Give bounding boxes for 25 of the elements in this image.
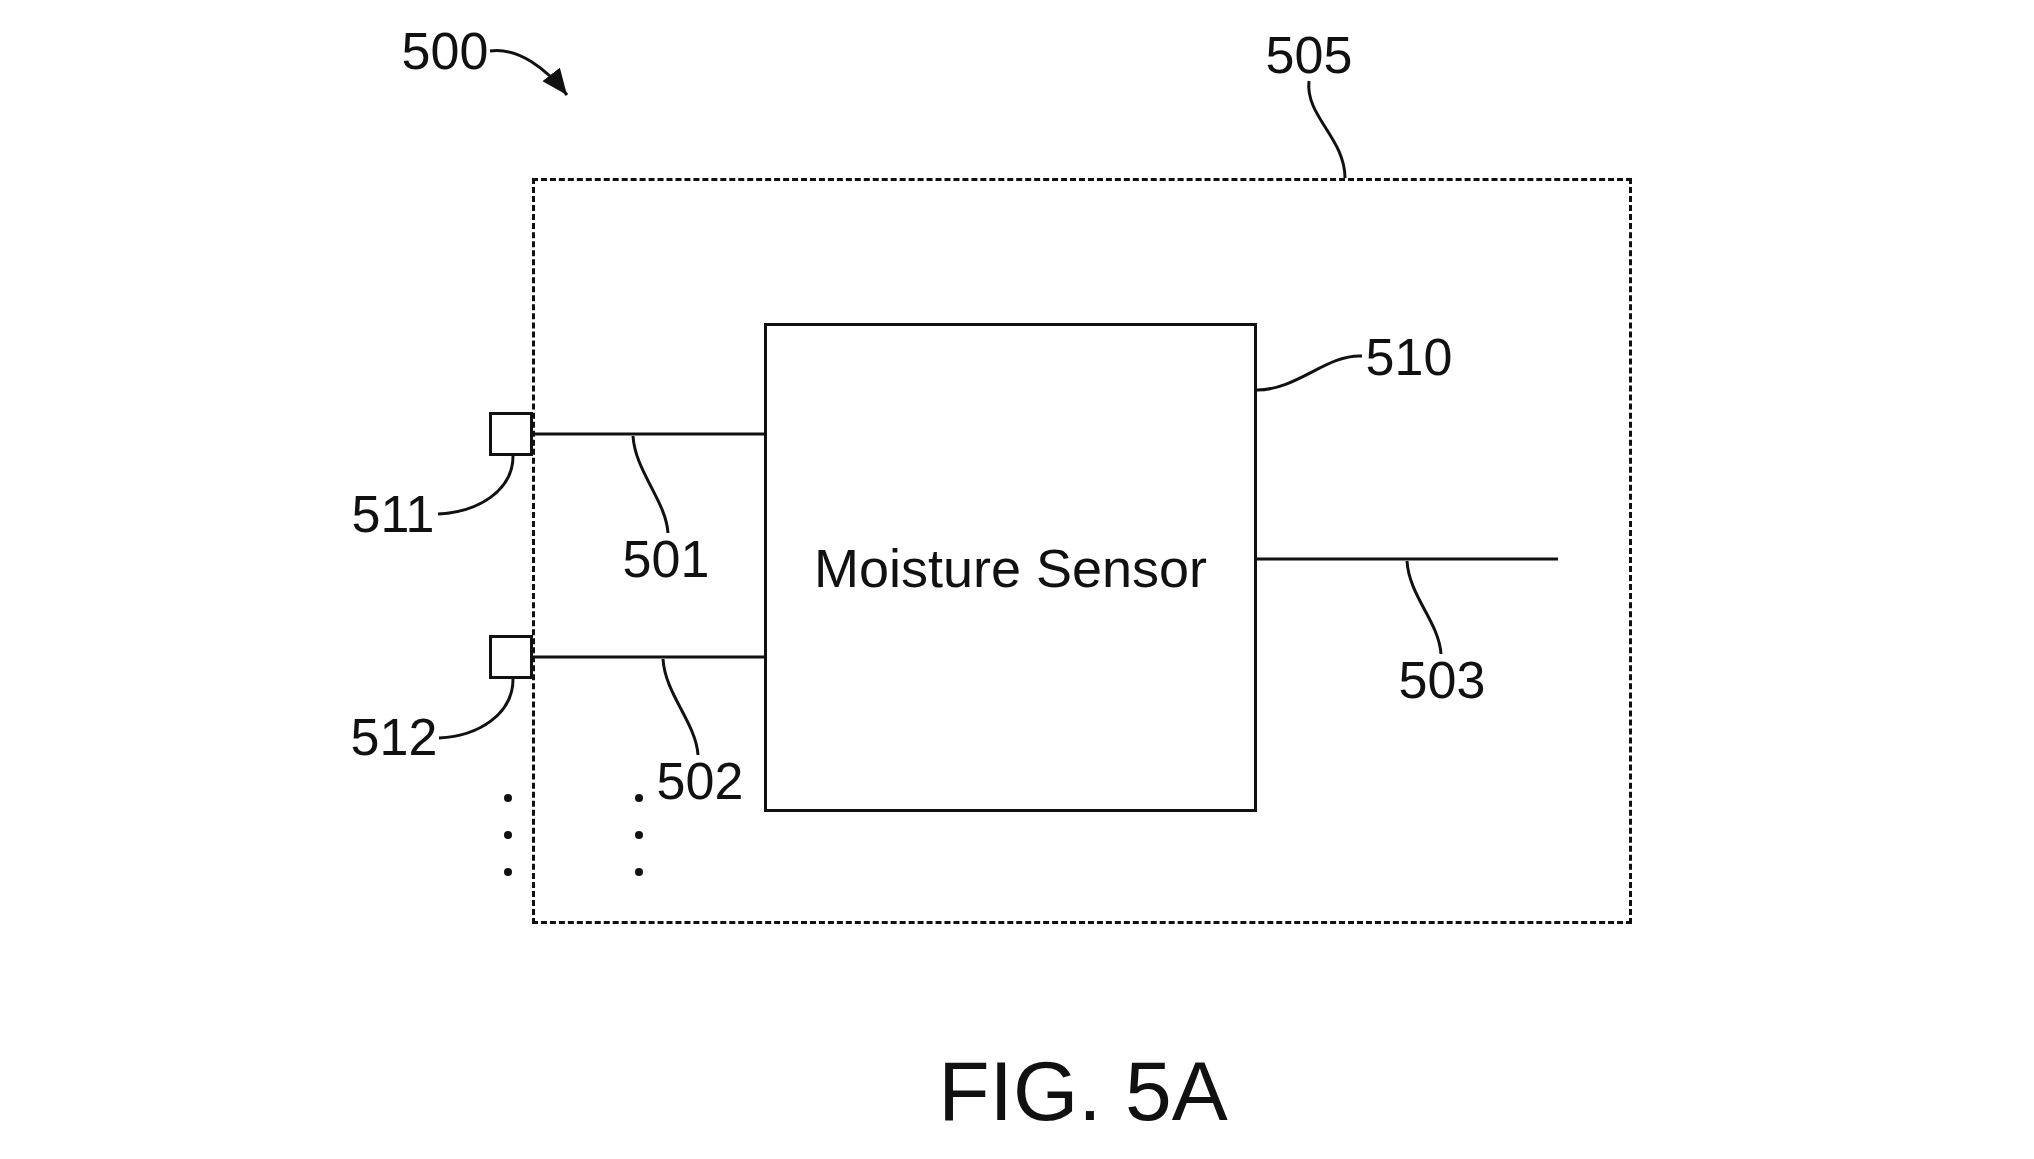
- figure-caption: FIG. 5A: [937, 1049, 1229, 1133]
- sensor-block: [764, 323, 1257, 812]
- reference-numeral: 502: [655, 755, 745, 807]
- leader-line: [631, 435, 670, 534]
- connection-line: [1257, 557, 1558, 561]
- dashed-boundary: [532, 178, 1632, 924]
- leader-line: [1256, 354, 1363, 392]
- reference-numeral: 501: [621, 533, 711, 585]
- leader-line: [661, 658, 700, 756]
- reference-numeral: 512: [349, 711, 439, 763]
- leader-line: [1405, 560, 1443, 655]
- reference-numeral: 505: [1262, 29, 1356, 81]
- terminal-pad: [489, 635, 533, 679]
- reference-numeral: 511: [348, 488, 438, 540]
- reference-numeral: 500: [400, 25, 490, 77]
- terminal-pad: [489, 412, 533, 456]
- reference-numeral: 510: [1362, 331, 1456, 383]
- leader-line: [1307, 80, 1347, 179]
- connection-line: [533, 432, 764, 436]
- leader-line: [438, 678, 515, 740]
- leader-line: [437, 455, 515, 516]
- reference-numeral: 503: [1397, 654, 1487, 706]
- curved-arrow: [489, 49, 569, 96]
- connection-line: [533, 655, 764, 659]
- block-label: Moisture Sensor: [813, 540, 1208, 595]
